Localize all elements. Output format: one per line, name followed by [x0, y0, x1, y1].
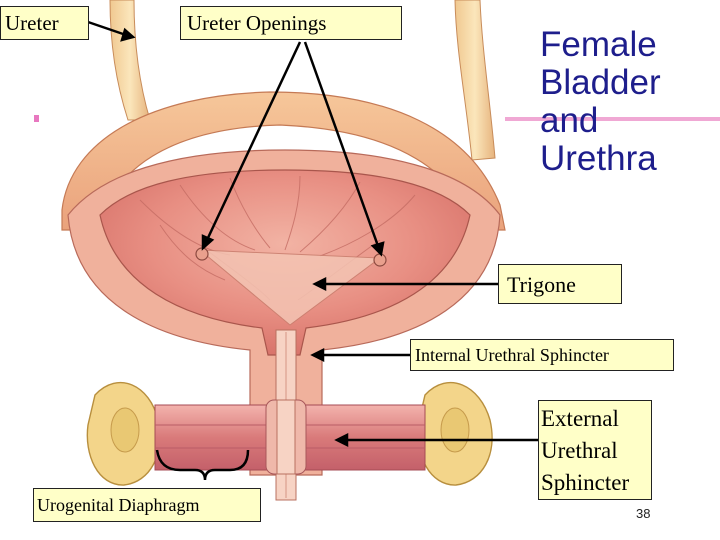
- urogenital-brace: [155, 449, 250, 481]
- left-ureter: [109, 0, 151, 121]
- label-urogenital-diaphragm: Urogenital Diaphragm: [33, 488, 261, 522]
- label-external-urethral-sphincter: External Urethral Sphincter: [538, 400, 652, 500]
- trigone-area: [198, 249, 382, 326]
- label-ureter: Ureter: [0, 6, 89, 40]
- right-ureter-opening: [373, 253, 387, 267]
- label-internal-urethral-sphincter: Internal Urethral Sphincter: [410, 339, 674, 371]
- right-ureter: [454, 0, 496, 161]
- slide-title: Female Bladder and Urethra: [540, 25, 661, 178]
- bladder-outer-wall: [61, 91, 506, 231]
- label-ureter-openings: Ureter Openings: [180, 6, 402, 40]
- label-trigone: Trigone: [498, 264, 622, 304]
- bullet-dot: [34, 115, 39, 122]
- pointer-arrows: [87, 20, 540, 448]
- page-number: 38: [636, 506, 651, 521]
- title-accent-line: [505, 117, 720, 121]
